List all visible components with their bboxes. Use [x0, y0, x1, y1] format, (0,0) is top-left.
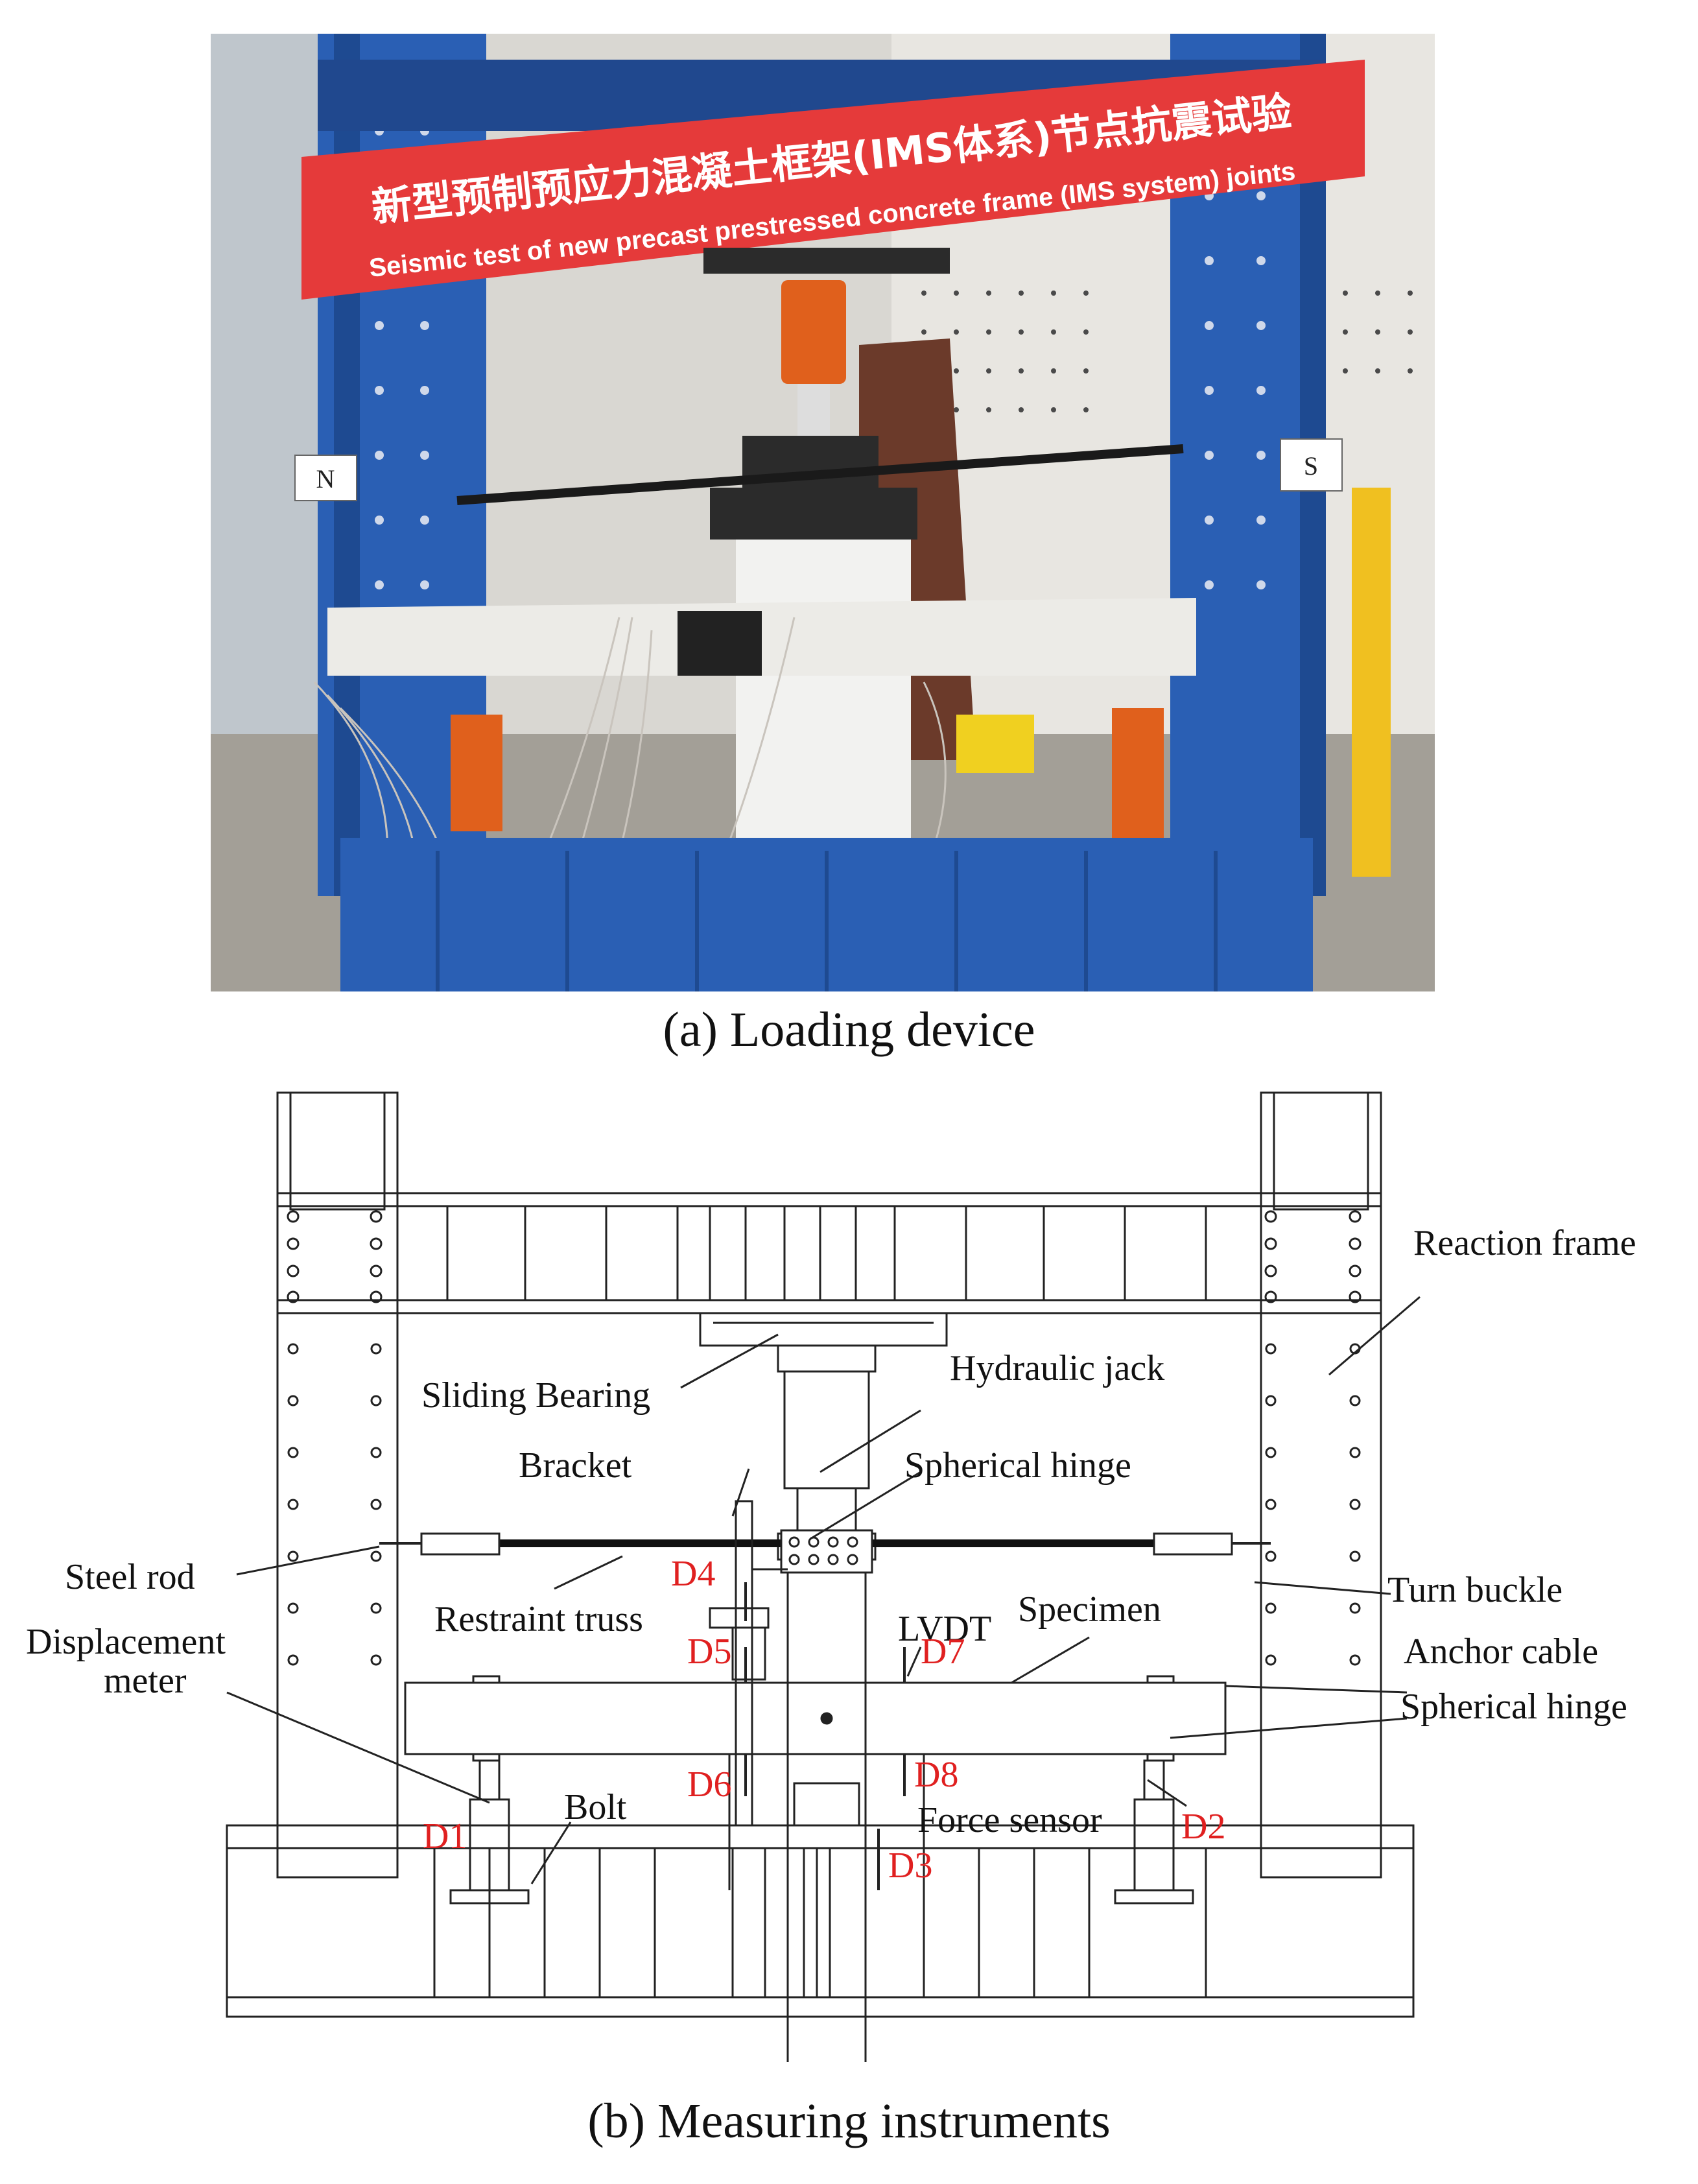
- point-d5: D5: [687, 1632, 731, 1672]
- supports: [449, 1754, 1194, 1905]
- label-sliding-bearing: Sliding Bearing: [421, 1375, 650, 1416]
- loading-device-photo: 新型预制预应力混凝土框架(IMS体系)节点抗震试验 Seismic test o…: [211, 34, 1435, 991]
- reaction-frame: [226, 1091, 1415, 2018]
- point-d8: D8: [914, 1755, 958, 1795]
- bracket: [709, 1500, 788, 1827]
- label-bolt: Bolt: [564, 1787, 627, 1827]
- point-d2: D2: [1181, 1807, 1225, 1847]
- point-d7: D7: [921, 1632, 965, 1672]
- label-reaction-frame: Reaction frame: [1413, 1223, 1636, 1263]
- label-spherical-hinge-top: Spherical hinge: [904, 1445, 1131, 1486]
- point-d4: D4: [671, 1554, 715, 1594]
- label-displacement-meter-line2: meter: [104, 1661, 187, 1701]
- label-displacement-meter-line1: Displacement: [26, 1622, 226, 1662]
- label-bracket: Bracket: [519, 1445, 632, 1486]
- caption-loading-device: (a) Loading device: [663, 1003, 1035, 1057]
- caption-measuring-instruments: (b) Measuring instruments: [587, 2094, 1111, 2148]
- label-force-sensor: Force sensor: [917, 1800, 1102, 1840]
- label-specimen: Specimen: [1018, 1589, 1161, 1630]
- measuring-instruments-diagram: Reaction frame Sliding Bearing Hydraulic…: [0, 1076, 1698, 2062]
- label-steel-rod: Steel rod: [65, 1557, 195, 1597]
- label-hydraulic-jack: Hydraulic jack: [950, 1348, 1164, 1388]
- column-specimen: [786, 1571, 867, 2062]
- sliding-bearing-and-jack: [699, 1312, 948, 1561]
- label-turn-buckle: Turn buckle: [1387, 1570, 1562, 1610]
- label-anchor-cable: Anchor cable: [1404, 1632, 1598, 1672]
- point-d6: D6: [687, 1764, 731, 1805]
- label-restraint-truss: Restraint truss: [434, 1599, 643, 1639]
- point-d3: D3: [888, 1846, 932, 1886]
- north-sign: N: [316, 464, 335, 493]
- south-sign: S: [1304, 451, 1318, 481]
- label-spherical-hinge-right: Spherical hinge: [1400, 1687, 1627, 1727]
- point-d1: D1: [423, 1816, 467, 1857]
- beam-specimen: [404, 1675, 1227, 1762]
- label-lvdt: LVDT: [898, 1609, 991, 1649]
